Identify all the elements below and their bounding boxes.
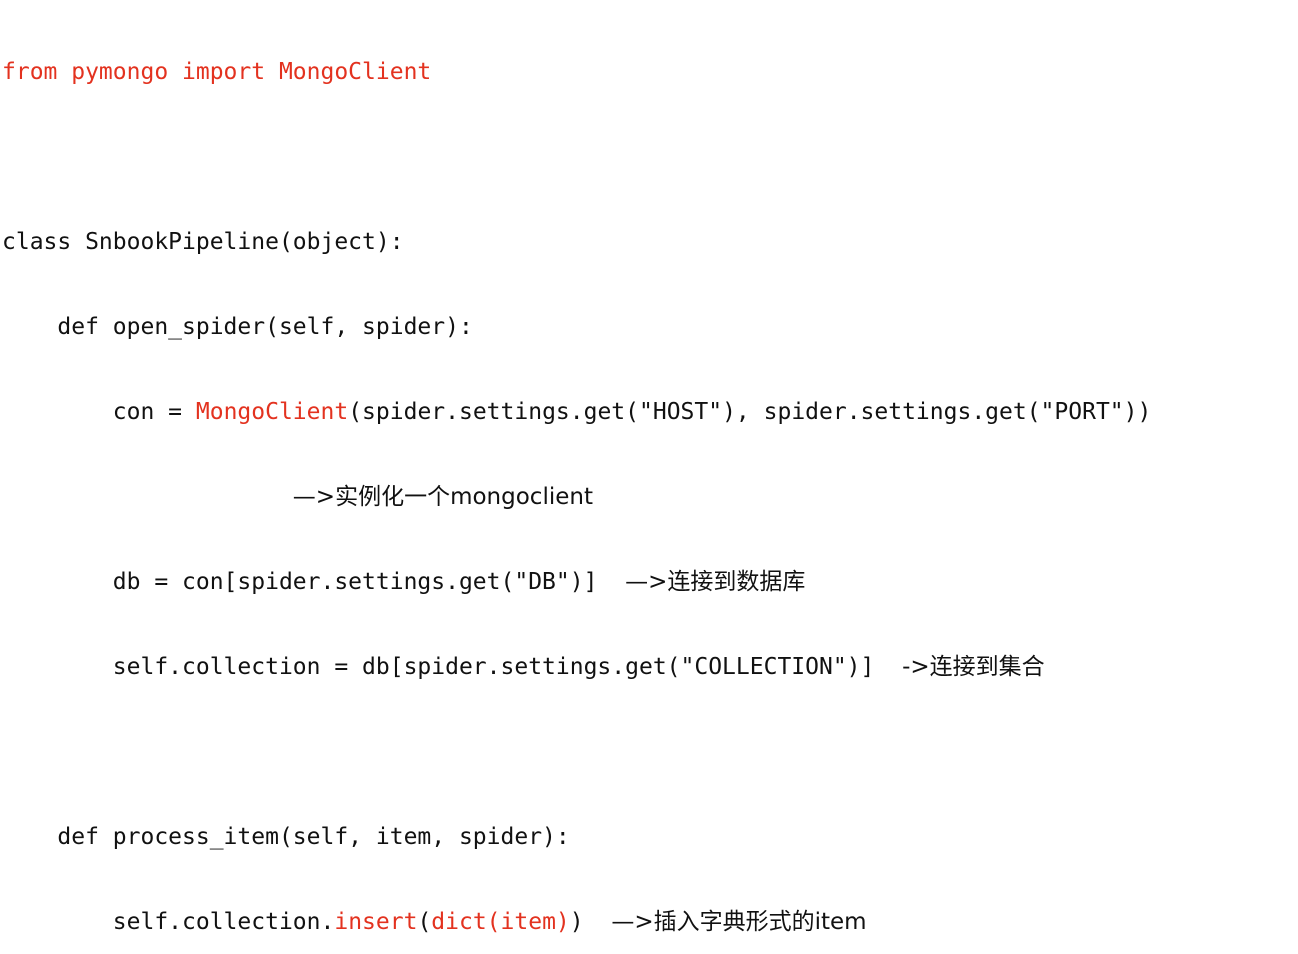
db-annotation: —>连接到数据库 xyxy=(625,569,806,595)
mongo-client-line: con = MongoClient(spider.settings.get("H… xyxy=(2,396,1152,429)
blank-line xyxy=(2,736,1151,769)
insert-prefix: self.collection. xyxy=(2,909,335,935)
mongo-client-prefix: con = xyxy=(2,399,196,425)
db-code: db = con[spider.settings.get("DB")] xyxy=(2,569,626,595)
mongo-client-annotation: —>实例化一个mongoclient xyxy=(292,484,593,510)
insert-line: self.collection.insert(dict(item)) —>插入字… xyxy=(2,906,1151,939)
dict-call: dict(item) xyxy=(431,909,570,935)
annotation-indent xyxy=(2,484,293,510)
process-item-def-line: def process_item(self, item, spider): xyxy=(2,824,570,850)
mongo-client-call: MongoClient xyxy=(195,399,349,425)
db-line: db = con[spider.settings.get("DB")] —>连接… xyxy=(2,566,1151,599)
mongo-client-annotation-line: —>实例化一个mongoclient xyxy=(2,481,1151,514)
import-line: from pymongo import MongoClient xyxy=(2,59,432,85)
insert-close-paren: ) xyxy=(569,909,612,935)
insert-method: insert xyxy=(334,909,418,935)
insert-open-paren: ( xyxy=(417,909,432,935)
mongo-client-args: (spider.settings.get("HOST"), spider.set… xyxy=(348,399,1152,425)
collection-annotation: ->连接到集合 xyxy=(902,654,1045,680)
collection-code: self.collection = db[spider.settings.get… xyxy=(2,654,903,680)
collection-line: self.collection = db[spider.settings.get… xyxy=(2,651,1151,684)
class-definition-line: class SnbookPipeline(object): xyxy=(2,229,404,255)
code-block: from pymongo import MongoClient class Sn… xyxy=(2,4,1151,954)
open-spider-def-line: def open_spider(self, spider): xyxy=(2,314,473,340)
blank-line xyxy=(2,141,1151,174)
insert-annotation: —>插入字典形式的item xyxy=(611,909,867,935)
